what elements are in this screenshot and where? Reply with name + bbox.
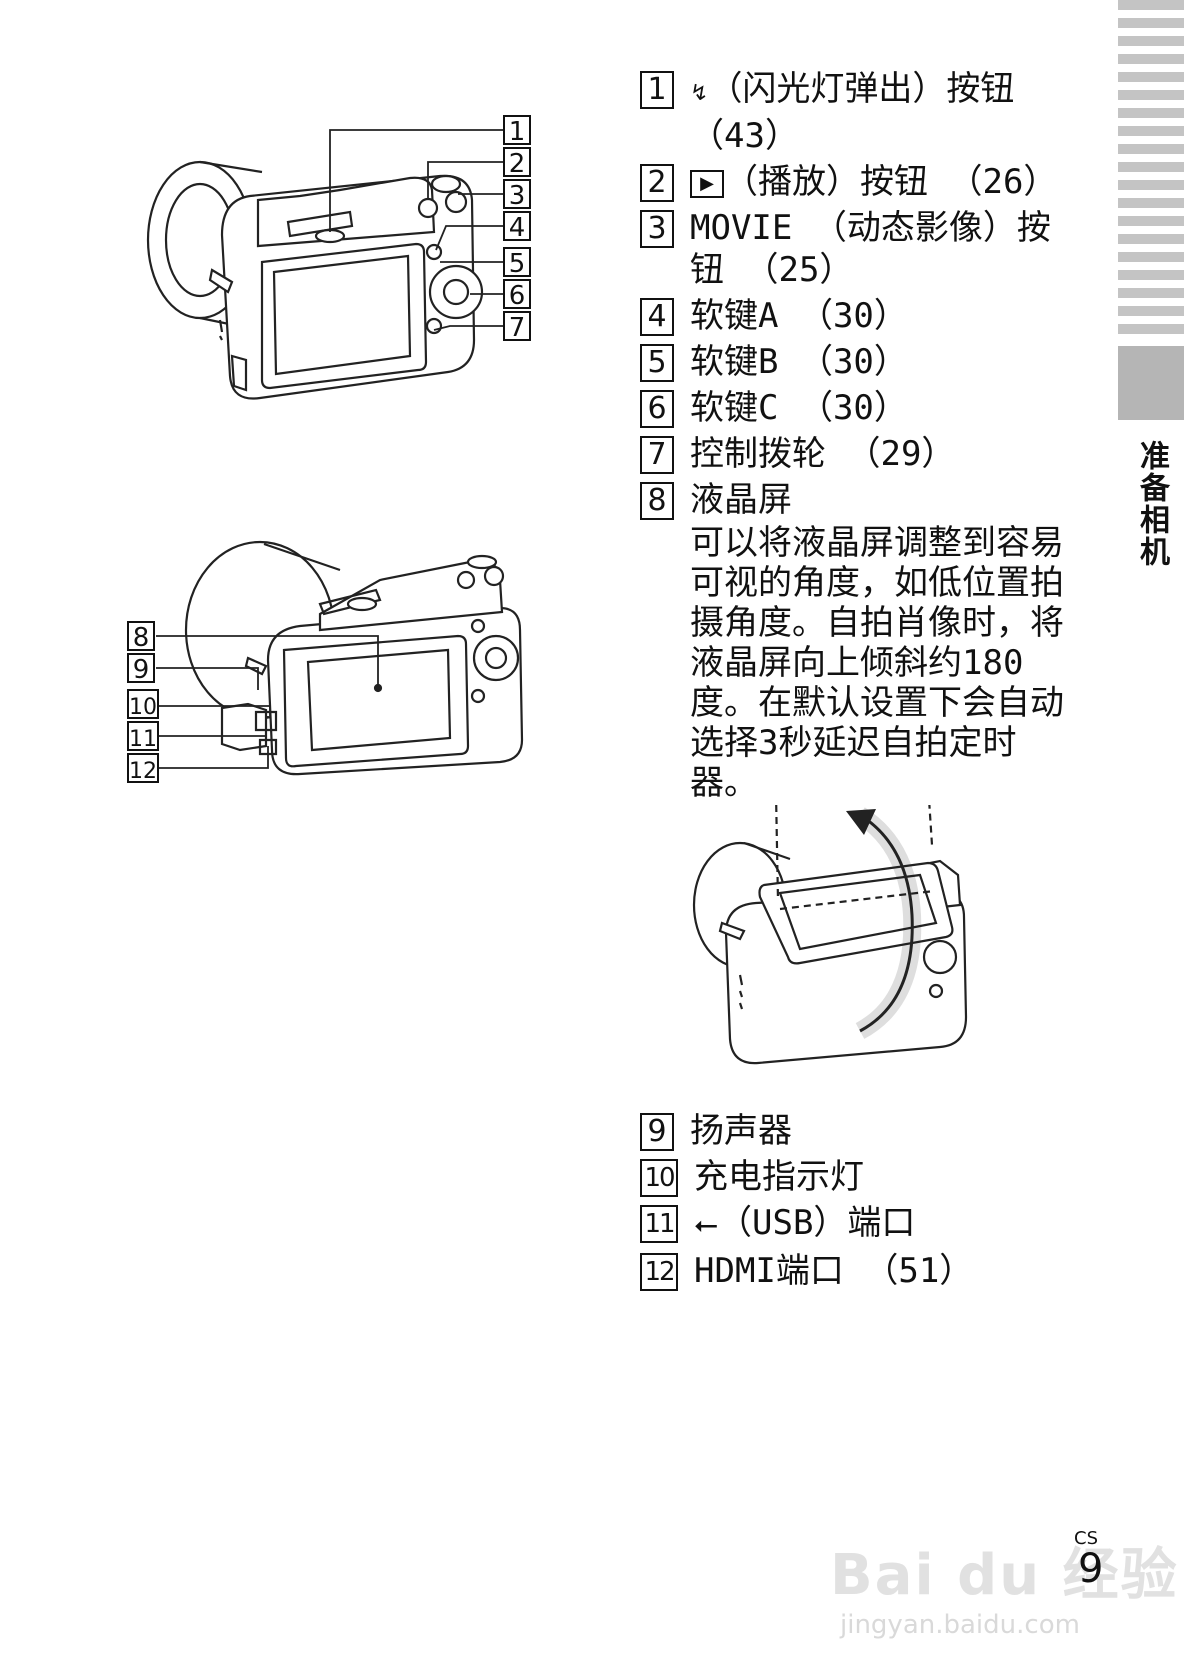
- list-item: 5 软键B （30）: [640, 341, 1080, 383]
- tilt-arrow: [846, 807, 922, 1039]
- list-item: 9 扬声器: [640, 1110, 1080, 1152]
- watermark-logo: Bai du 经验: [830, 1543, 1179, 1608]
- lcd-tilt-illustration: [692, 805, 968, 1065]
- section-tab: [1118, 346, 1184, 420]
- list-item: 4 软键A （30）: [640, 295, 1080, 337]
- list-item: 3 MOVIE （动态影像）按 钮 （25）: [640, 207, 1080, 291]
- item-label: （USB）端口: [718, 1203, 916, 1243]
- item-label: 控制拨轮 （29）: [690, 434, 956, 474]
- callout-11: 11: [129, 727, 157, 752]
- parts-list-bottom: 9 扬声器 10 充电指示灯 11 ⭠（USB）端口 12 HDMI端口 （51…: [640, 1110, 1080, 1296]
- callout-6: 6: [509, 281, 526, 311]
- playback-icon: ▶: [690, 170, 724, 198]
- callout-9: 9: [133, 655, 150, 685]
- item-label: （闪光灯弹出）按钮: [708, 69, 1015, 109]
- callout-12: 12: [129, 759, 157, 784]
- callout-1: 1: [509, 117, 526, 147]
- usb-icon: ⭠: [694, 1207, 718, 1242]
- item-label: （播放）按钮 （26）: [724, 162, 1058, 202]
- watermark-url: jingyan.baidu.com: [840, 1610, 1080, 1640]
- flash-icon: ↯: [690, 81, 709, 106]
- item-number: 2: [640, 164, 674, 202]
- callout-3: 3: [509, 181, 526, 211]
- list-item: 11 ⭠（USB）端口: [640, 1202, 1080, 1246]
- item-label: 充电指示灯: [694, 1157, 864, 1197]
- item-number: 10: [640, 1159, 678, 1197]
- page-number: 9: [1078, 1546, 1104, 1592]
- item-number: 8: [640, 482, 674, 520]
- item-label: HDMI端口 （51）: [694, 1251, 974, 1291]
- list-item: 1 ↯（闪光灯弹出）按钮 （43）: [640, 68, 1080, 157]
- item-description: 可以将液晶屏调整到容易可视的角度，如低位置拍摄角度。自拍肖像时，将液晶屏向上倾斜…: [690, 523, 1064, 803]
- item-number: 6: [640, 390, 674, 428]
- side-stripes: [1118, 0, 1184, 334]
- list-item: 2 ▶（播放）按钮 （26）: [640, 161, 1080, 203]
- item-label: 软键A （30）: [690, 296, 908, 336]
- callout-10: 10: [129, 695, 157, 720]
- item-label: MOVIE （动态影像）按: [690, 208, 1051, 248]
- list-item: 7 控制拨轮 （29）: [640, 433, 1080, 475]
- callout-4: 4: [509, 213, 526, 243]
- page-language-code: CS: [1074, 1528, 1098, 1549]
- item-number: 3: [640, 210, 674, 248]
- callout-boxes-middle: [127, 621, 159, 783]
- item-number: 7: [640, 436, 674, 474]
- parts-list-top: 1 ↯（闪光灯弹出）按钮 （43） 2 ▶（播放）按钮 （26） 3 MOVIE…: [640, 68, 1080, 807]
- item-label: 扬声器: [690, 1111, 792, 1151]
- callout-5: 5: [509, 249, 526, 279]
- callout-8: 8: [133, 623, 150, 653]
- callout-boxes-top: [503, 115, 531, 341]
- item-number: 11: [640, 1205, 678, 1243]
- section-tab-label: 准备相机: [1134, 440, 1169, 568]
- item-number: 1: [640, 71, 674, 109]
- callout-2: 2: [509, 149, 526, 179]
- list-item: 10 充电指示灯: [640, 1156, 1080, 1198]
- list-item: 6 软键C （30）: [640, 387, 1080, 429]
- list-item: 8 液晶屏 可以将液晶屏调整到容易可视的角度，如低位置拍摄角度。自拍肖像时，将液…: [640, 479, 1080, 803]
- item-label: 软键B （30）: [690, 342, 908, 382]
- item-number: 12: [640, 1253, 678, 1291]
- item-ref: （43）: [690, 116, 799, 156]
- item-number: 9: [640, 1113, 674, 1151]
- item-number: 5: [640, 344, 674, 382]
- item-number: 4: [640, 298, 674, 336]
- camera-back-diagram-middle: 8 9 10 11 12: [127, 540, 524, 784]
- item-label: 软键C （30）: [690, 388, 908, 428]
- item-label-cont: 钮 （25）: [690, 250, 854, 290]
- callout-7: 7: [509, 313, 526, 343]
- item-label: 液晶屏: [690, 480, 792, 520]
- camera-back-diagram-top: 1 2 3 4 5 6 7: [146, 115, 531, 400]
- list-item: 12 HDMI端口 （51）: [640, 1250, 1080, 1292]
